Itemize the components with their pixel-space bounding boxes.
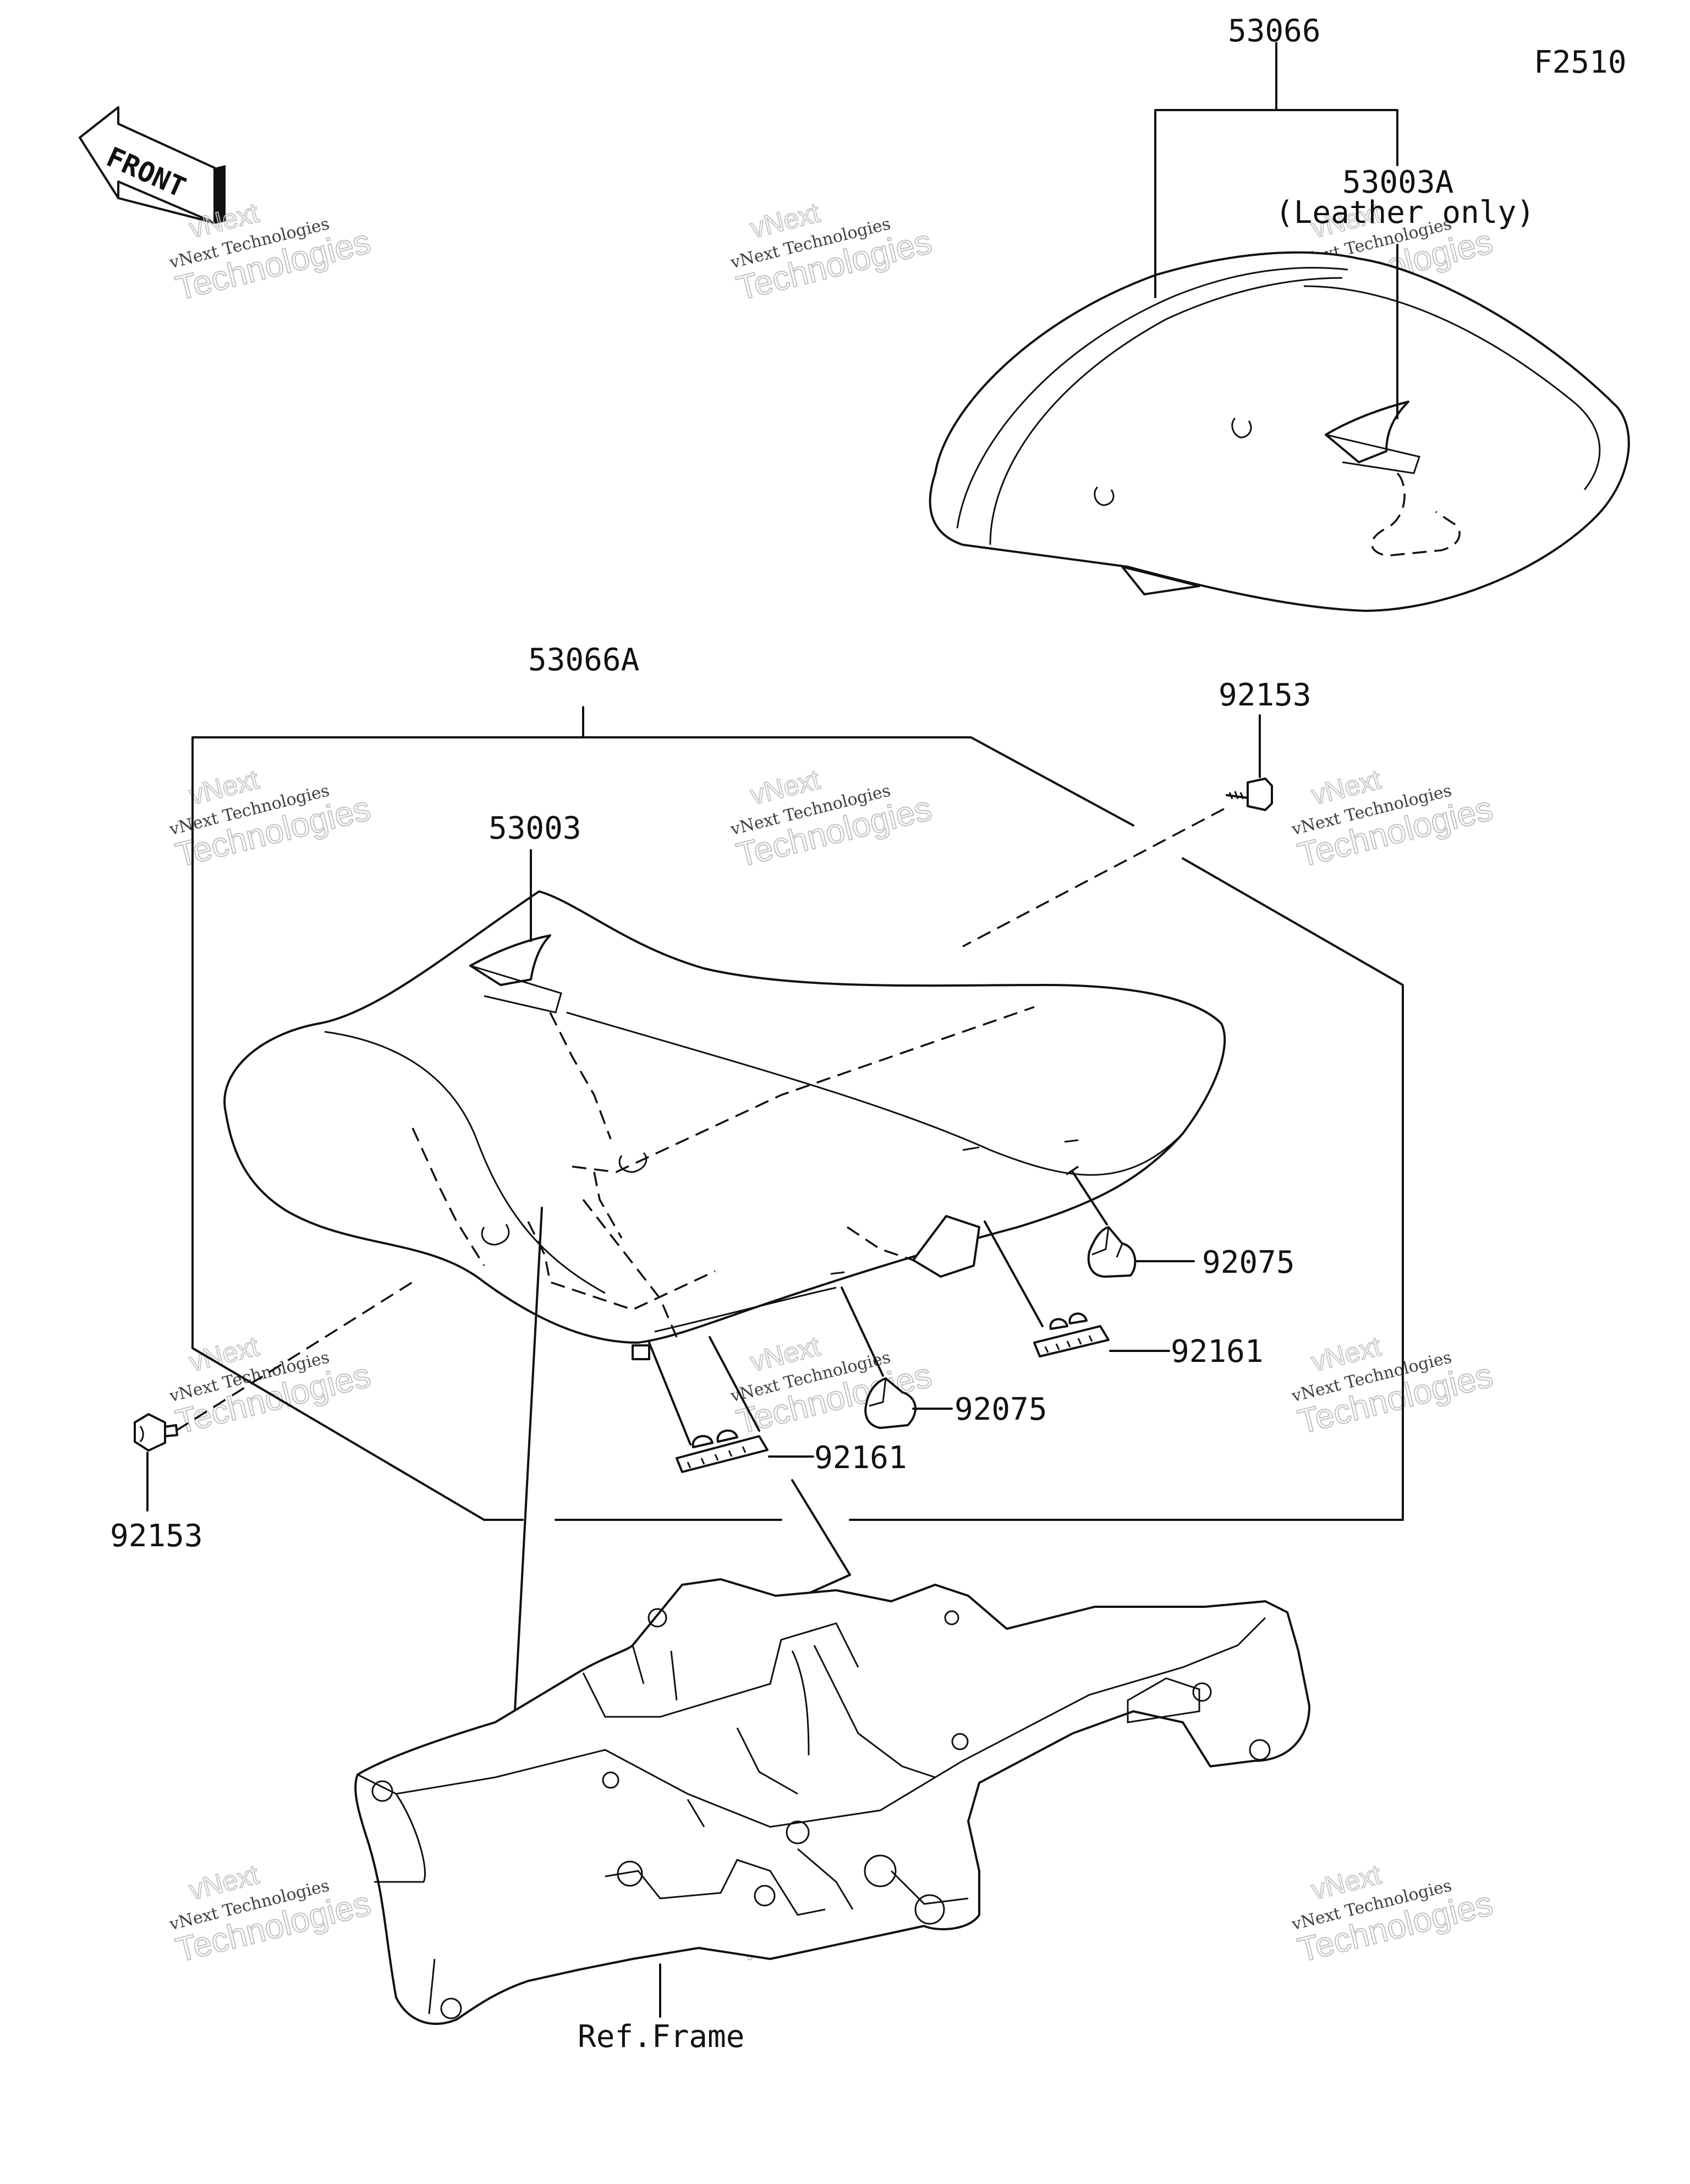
seat-main[interactable] <box>223 890 1226 1360</box>
label-53066a[interactable]: 53066A <box>528 642 639 678</box>
damper-right[interactable] <box>1087 1226 1137 1278</box>
axis-bolt-right <box>962 808 1225 948</box>
axis-damper-right <box>1072 1171 1108 1225</box>
bolt-right[interactable] <box>1226 778 1273 811</box>
label-53003[interactable]: 53003 <box>489 811 581 846</box>
leader-53066 <box>1154 42 1398 419</box>
label-ref-frame[interactable]: Ref.Frame <box>578 2019 744 2055</box>
label-92161-center[interactable]: 92161 <box>814 1440 907 1476</box>
label-92075-right[interactable]: 92075 <box>1202 1245 1295 1280</box>
label-53003a[interactable]: 53003A <box>1342 165 1453 200</box>
axis-clip-right <box>984 1220 1044 1327</box>
diagram-code: F2510 <box>1534 45 1627 80</box>
group-box-53066a <box>191 706 1404 1521</box>
label-53066[interactable]: 53066 <box>1228 13 1321 49</box>
seat-leather[interactable] <box>929 251 1630 612</box>
front-arrow-icon: FRONT <box>79 106 227 224</box>
axis-clip-center <box>648 1336 760 1446</box>
label-92153-right[interactable]: 92153 <box>1219 677 1312 713</box>
clip-center[interactable] <box>676 1429 769 1473</box>
label-92153-left[interactable]: 92153 <box>110 1518 203 1554</box>
rear-frame[interactable] <box>354 1578 1310 2025</box>
label-leather-only: (Leather only) <box>1275 195 1535 231</box>
clip-right[interactable] <box>1033 1312 1110 1358</box>
label-92075-center[interactable]: 92075 <box>954 1392 1047 1427</box>
bolt-left[interactable] <box>134 1413 178 1452</box>
axis-damper-center <box>841 1287 884 1377</box>
axis-bolt-left <box>175 1281 413 1432</box>
label-92161-right[interactable]: 92161 <box>1171 1334 1264 1370</box>
